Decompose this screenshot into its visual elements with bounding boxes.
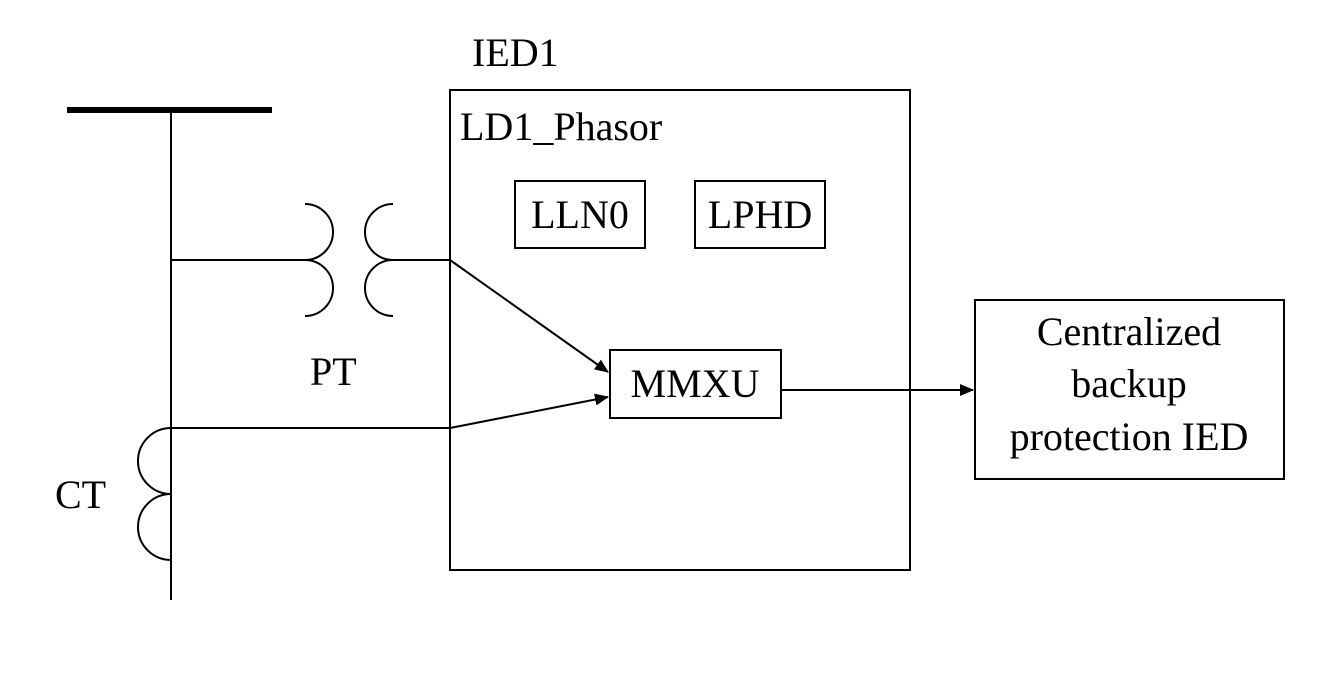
ct-label: CT [55,472,106,517]
logical-device-label: LD1_Phasor [460,104,662,149]
mmxu-box [609,349,782,419]
ied-label: IED1 [472,30,559,75]
lphd-label: LPHD [708,192,812,237]
ied-box [449,89,911,571]
pt-label: PT [310,349,357,394]
lln0-label: LLN0 [531,192,629,237]
backup-ied-line3: protection IED [1010,414,1249,459]
backup-ied-line2: backup [1071,361,1187,406]
lln0-box [514,180,646,249]
ct-to-mmxu-arrow [449,393,609,429]
mmxu-label: MMXU [631,361,760,406]
pt-symbol [171,203,450,317]
pt-to-mmxu-arrow [449,259,609,373]
lphd-box [694,180,826,249]
backup-ied-box [974,299,1285,480]
backup-ied-line1: Centralized [1037,309,1221,354]
ct-symbol [137,427,450,561]
